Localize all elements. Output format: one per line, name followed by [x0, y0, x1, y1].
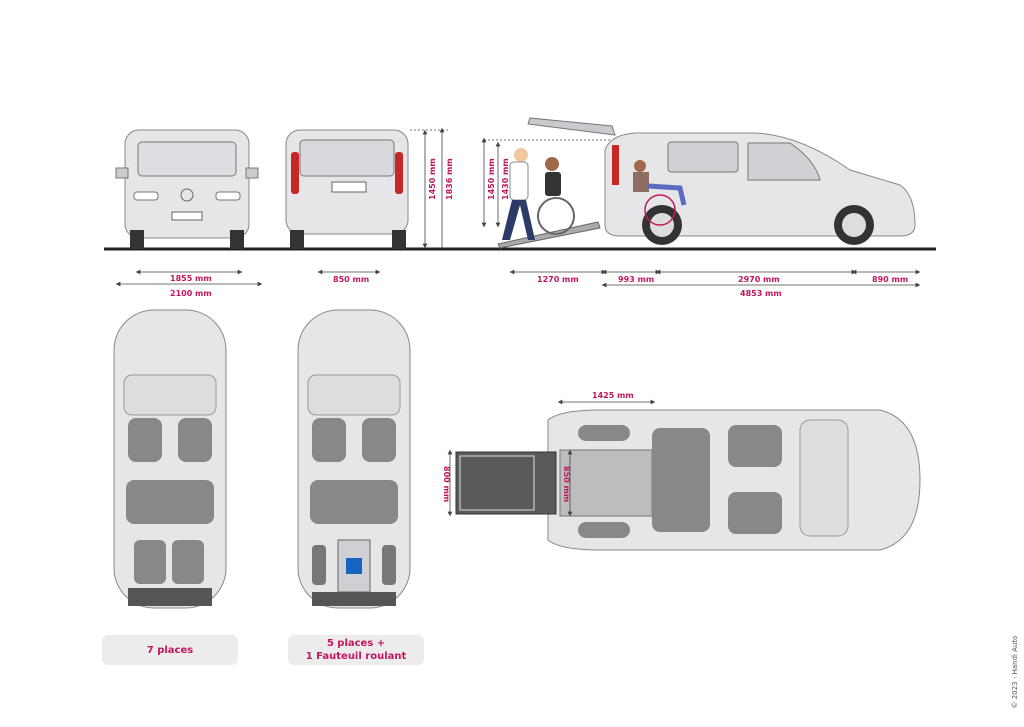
floor-dimension-lines	[447, 399, 656, 517]
height-dimension-lines	[410, 127, 612, 249]
floor-length-label: 1425 mm	[592, 391, 634, 400]
ramp-length-label: 1270 mm	[537, 275, 579, 284]
door-width-label: 850 mm	[333, 275, 369, 284]
config-7-places[interactable]: 7 places	[102, 635, 238, 665]
front-view-vehicle	[115, 129, 259, 249]
width-dimension-lines	[115, 269, 921, 288]
total-length-label: 4853 mm	[740, 289, 782, 298]
top-view-7-places	[113, 309, 227, 609]
mirror-width-label: 2100 mm	[170, 289, 212, 298]
total-height-label: 1836 mm	[445, 158, 454, 200]
rear-height-label: 1450 mm	[487, 158, 496, 200]
rear-overhang-label: 993 mm	[618, 275, 654, 284]
floor-width-label: 850 mm	[562, 466, 571, 502]
front-height-label: 1450 mm	[428, 158, 437, 200]
front-overhang-label: 890 mm	[872, 275, 908, 284]
ramp-width-label: 800 mm	[442, 466, 451, 502]
config-line-2: 1 Fauteuil roulant	[305, 651, 407, 662]
top-view-side-ramp	[455, 409, 921, 551]
rear-view-vehicle	[285, 129, 409, 249]
wheelbase-label: 2970 mm	[738, 275, 780, 284]
door-height-label: 1430 mm	[501, 158, 510, 200]
config-5-places-wheelchair[interactable]: 5 places + 1 Fauteuil roulant	[288, 635, 424, 665]
config-7-places-label: 7 places	[146, 644, 194, 656]
side-view-vehicle	[497, 117, 916, 249]
copyright: © 2023 - Handi Auto	[1011, 635, 1019, 709]
top-view-5-places-wheelchair	[297, 309, 411, 609]
config-line-1: 5 places +	[326, 638, 386, 649]
wheelchair-icon	[346, 558, 362, 574]
track-width-label: 1855 mm	[170, 274, 212, 283]
